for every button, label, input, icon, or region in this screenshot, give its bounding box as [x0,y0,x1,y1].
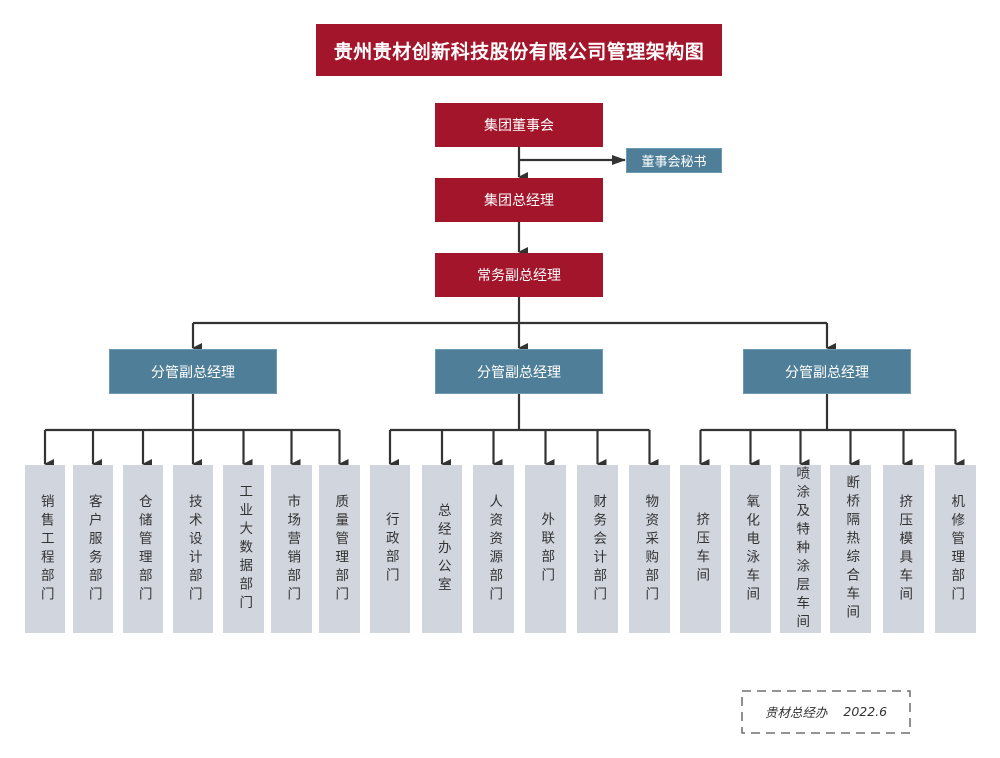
dept-label: 机修管理部门 [948,493,965,605]
dept-node[interactable]: 断桥隔热综合车间 [830,465,871,633]
dept-node[interactable]: 喷涂及特种涂层车间 [780,465,821,633]
dept-label: 工业大数据部门 [236,484,253,614]
dept-label: 财务会计部门 [590,493,607,605]
dept-node[interactable]: 技术设计部门 [173,465,213,633]
dept-label: 断桥隔热综合车间 [843,475,860,623]
dept-node[interactable]: 财务会计部门 [577,465,618,633]
dept-label: 氧化电泳车间 [743,493,760,605]
dept-node[interactable]: 市场营销部门 [271,465,312,633]
dept-label: 仓储管理部门 [135,493,152,605]
dept-node[interactable]: 物资采购部门 [629,465,670,633]
dept-node[interactable]: 氧化电泳车间 [730,465,771,633]
footer-issuer: 贵材总经办 [764,705,828,720]
dept-node[interactable]: 质量管理部门 [319,465,360,633]
dept-node[interactable]: 挤压车间 [680,465,721,633]
dept-node[interactable]: 销售工程部门 [25,465,65,633]
dept-label: 销售工程部门 [37,493,54,605]
dept-label: 总经办公室 [434,502,451,596]
dept-label: 喷涂及特种涂层车间 [793,465,810,633]
dept-label: 技术设计部门 [185,493,202,605]
dept-node[interactable]: 机修管理部门 [935,465,976,633]
dept-label: 客户服务部门 [85,493,102,605]
node-board-secretary[interactable]: 董事会秘书 [626,148,722,173]
dept-node[interactable]: 客户服务部门 [73,465,113,633]
dept-label: 挤压车间 [693,512,710,586]
dept-label: 质量管理部门 [332,493,349,605]
dept-node[interactable]: 行政部门 [370,465,410,633]
dept-node[interactable]: 仓储管理部门 [123,465,163,633]
dept-label: 物资采购部门 [642,493,659,605]
footer-date: 2022.6 [843,704,888,719]
node-board[interactable]: 集团董事会 [435,103,603,147]
dept-node[interactable]: 总经办公室 [422,465,462,633]
dept-node[interactable]: 人资资源部门 [473,465,514,633]
dept-label: 行政部门 [382,512,399,586]
node-branch-deputy-left[interactable]: 分管副总经理 [109,349,277,394]
node-executive-deputy-gm[interactable]: 常务副总经理 [435,253,603,297]
dept-label: 人资资源部门 [486,493,503,605]
dept-label: 外联部门 [538,512,555,586]
page-title: 贵州贵材创新科技股份有限公司管理架构图 [316,24,722,76]
footer-note: 贵材总经办 2022.6 [741,690,911,733]
dept-node[interactable]: 挤压模具车间 [883,465,924,633]
dept-label: 挤压模具车间 [896,493,913,605]
node-general-manager[interactable]: 集团总经理 [435,178,603,222]
dept-node[interactable]: 工业大数据部门 [223,465,264,633]
dept-node[interactable]: 外联部门 [525,465,566,633]
node-branch-deputy-center[interactable]: 分管副总经理 [435,349,603,394]
node-branch-deputy-right[interactable]: 分管副总经理 [743,349,911,394]
dept-label: 市场营销部门 [284,493,301,605]
